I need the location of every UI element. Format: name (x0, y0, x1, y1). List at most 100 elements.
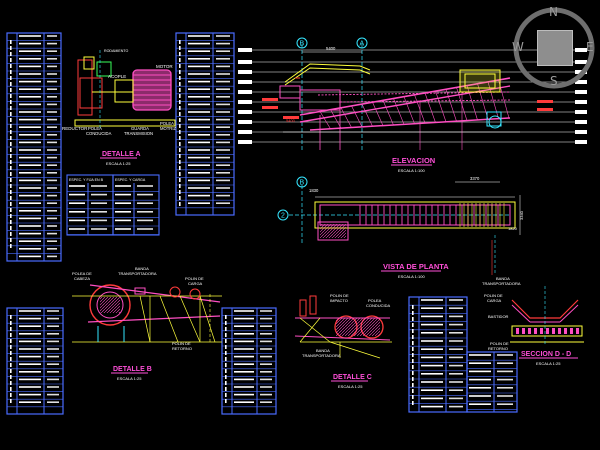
compass-n[interactable]: N (549, 5, 558, 19)
table-side-text (412, 371, 414, 375)
table-side-text (10, 226, 12, 230)
level-tag-left (238, 48, 252, 52)
table-cell-text (497, 362, 513, 364)
table-cell-text (188, 141, 210, 144)
table-cell-text (188, 164, 210, 166)
table-cell-text (47, 187, 57, 189)
table-side-text (179, 142, 181, 146)
table-cell-text (421, 315, 443, 318)
table-cell-text (91, 185, 107, 187)
table-cell-text (19, 126, 41, 128)
table-side-text (412, 377, 414, 381)
table-side-text (10, 160, 12, 164)
axis-bubble-a-elev (356, 37, 368, 49)
level-tag-left (238, 100, 252, 104)
table-cell-text (47, 96, 57, 98)
table-side-text (10, 345, 12, 349)
table-cell-text (216, 194, 230, 197)
table-cell-text (115, 185, 131, 187)
table-side-text (225, 363, 227, 367)
level-tag-left (238, 80, 252, 84)
table-cell-text (47, 103, 57, 106)
table-side-text (10, 339, 12, 343)
table-cell-text (216, 96, 230, 98)
compass-s[interactable]: S (550, 74, 558, 88)
table-cell-text (19, 156, 41, 159)
table-cell-text (449, 315, 463, 318)
table-cell-text (47, 232, 57, 235)
table-side-text (179, 118, 181, 122)
level-tag-left (238, 90, 252, 94)
table-side-text (225, 345, 227, 349)
table-cell-text (19, 134, 41, 136)
table-side-text (225, 387, 227, 391)
table-cell-text (47, 333, 59, 335)
table-cell-text (260, 386, 272, 388)
table-side-text (179, 88, 181, 92)
table-cell-text (234, 401, 254, 403)
table-side-text (412, 353, 414, 357)
level-marker (537, 100, 553, 103)
table-cell-text (216, 172, 230, 174)
table-side-text (179, 52, 181, 56)
table-cell-text (91, 211, 107, 213)
table-side-text (10, 375, 12, 379)
table-cell-text (47, 58, 57, 60)
level-marker (262, 106, 278, 109)
table-cell-text (449, 389, 463, 391)
table-cell-text (19, 96, 41, 98)
table-cell-text (47, 126, 57, 128)
table-cell-text (469, 370, 491, 373)
table-cell-text (234, 371, 254, 373)
section-roller (570, 328, 573, 334)
table-side-text (10, 363, 12, 367)
table-cell-text (47, 217, 57, 220)
truss-diagonal (477, 83, 489, 120)
plan-title: VISTA DE PLANTA (383, 262, 449, 271)
truss-diagonal (403, 96, 415, 124)
level-tag-left (238, 110, 252, 114)
table-cell-text (188, 80, 210, 83)
table-cell-text (47, 378, 59, 381)
table-cell-text (137, 185, 153, 187)
table-side-text (10, 321, 12, 325)
table-cell-text (234, 363, 254, 365)
dim-plan-top: 3370 (470, 176, 480, 181)
table-side-text (412, 317, 414, 321)
compass-e[interactable]: E (586, 40, 594, 54)
axis-bubble-2-text: 2 (281, 213, 285, 220)
table-cell-text (234, 310, 254, 312)
view-compass[interactable]: N S W E (510, 4, 598, 92)
section-roller (546, 328, 549, 334)
table-side-text (10, 106, 12, 110)
table-side-text (10, 220, 12, 224)
table-cell-text (216, 164, 230, 166)
table-cell-text (260, 340, 272, 343)
table-cell-text (69, 219, 85, 222)
table-cell-text (47, 225, 57, 227)
table-cell-text (234, 348, 254, 350)
view-cube[interactable] (537, 30, 573, 66)
table-cell-text (47, 73, 57, 75)
table-cell-text (115, 211, 131, 213)
table-cell-text (449, 332, 463, 334)
table-cell-text (469, 362, 491, 364)
table-cell-text (47, 156, 57, 159)
level-tag-left (238, 60, 252, 64)
table-side-text (10, 148, 12, 152)
level-tag-right (575, 110, 587, 114)
table-side-text (179, 196, 181, 200)
table-side-text (179, 190, 181, 194)
table-side-text (10, 46, 12, 50)
table-cell-text (137, 193, 153, 196)
table-cell-text (216, 141, 230, 144)
compass-w[interactable]: W (512, 40, 524, 54)
table-cell-text (19, 88, 41, 90)
table-cell-text (19, 317, 41, 320)
table-cell-text (216, 149, 230, 151)
table-cell-text (469, 354, 491, 356)
table-cell-text (449, 364, 463, 367)
